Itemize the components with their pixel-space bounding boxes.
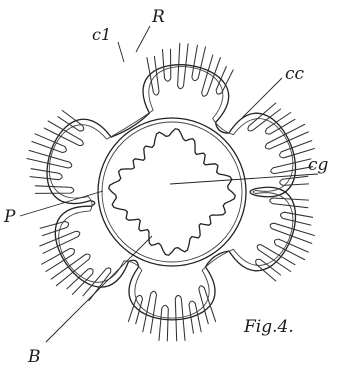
fold-pouch: [40, 222, 68, 236]
fold-pouch: [83, 268, 111, 301]
central-ring-inner: [102, 122, 242, 262]
fold-pouch: [266, 113, 295, 135]
fold-pouch: [274, 239, 308, 260]
fold-pouch: [159, 305, 168, 341]
leader-c1: [118, 42, 124, 62]
lobe-1-folds: [147, 43, 233, 96]
fold-pouch: [280, 212, 312, 225]
fold-pouch: [30, 169, 62, 180]
inner-gastric-outline: [109, 129, 235, 255]
fold-pouch: [189, 301, 201, 333]
label-cc: cc: [285, 64, 305, 84]
radial-lobes: [27, 43, 315, 341]
central-ring-outer: [98, 118, 246, 266]
fold-pouch: [199, 286, 216, 324]
lobe-3-folds: [256, 198, 315, 281]
label-c1: c1: [92, 25, 111, 44]
figure-caption: Fig.4.: [243, 317, 294, 337]
lobe-4-folds: [128, 286, 215, 341]
fold-pouch: [270, 198, 309, 208]
fold-pouch: [67, 269, 93, 295]
lobe-5-folds: [40, 222, 111, 301]
label-P: P: [3, 207, 16, 227]
fold-pouch: [35, 186, 74, 194]
central-cavity: [98, 118, 246, 266]
fold-pouch: [271, 159, 313, 174]
fold-pouch: [143, 291, 157, 333]
label-B: B: [27, 347, 41, 367]
lobe-6-folds: [27, 111, 84, 194]
lobe-2-folds: [248, 103, 314, 185]
fold-pouch: [216, 67, 233, 95]
label-cg: cg: [308, 155, 329, 175]
fold-pouch: [280, 176, 309, 185]
fold-pouch: [192, 45, 206, 80]
label-R: R: [151, 7, 165, 27]
leader-R: [136, 26, 150, 52]
